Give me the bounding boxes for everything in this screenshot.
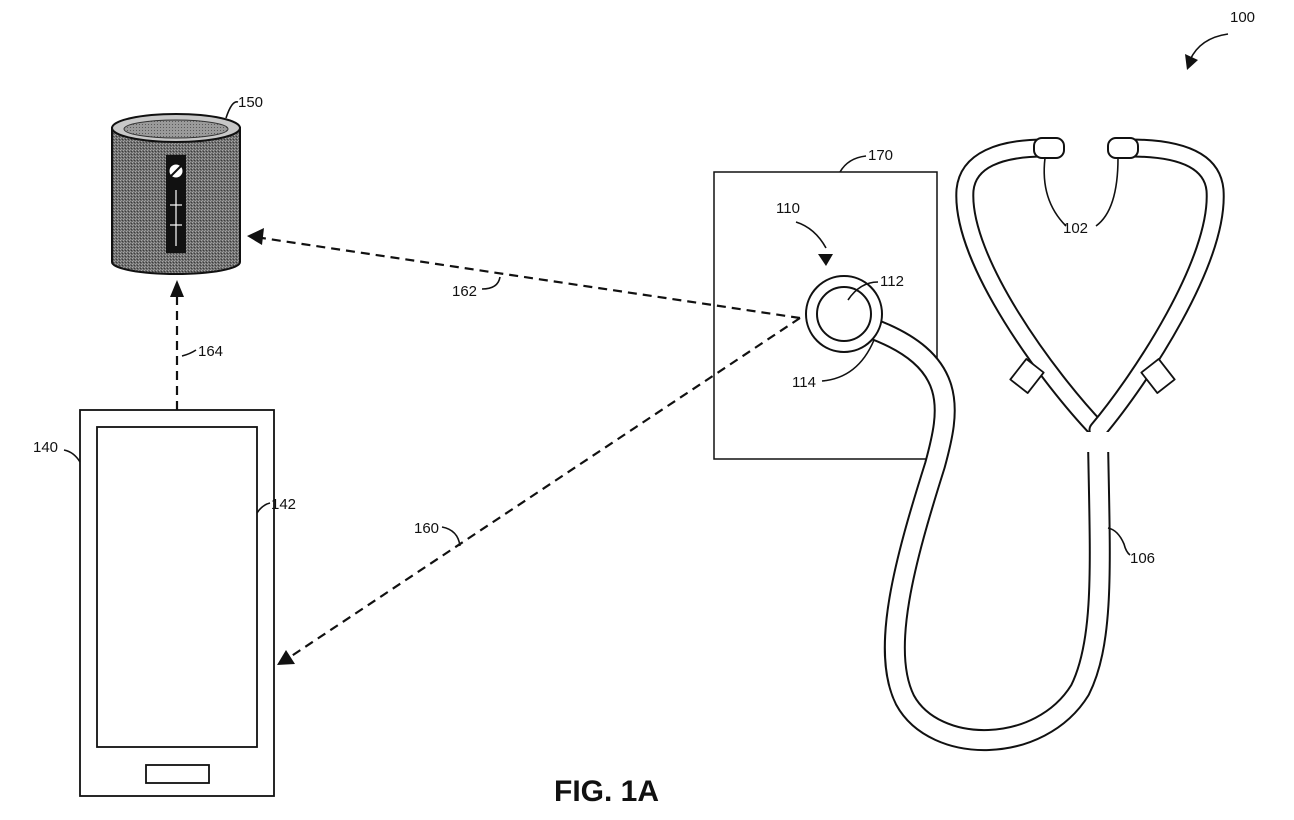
label-112: 112 <box>880 273 904 290</box>
label-160: 160 <box>414 520 439 537</box>
mobile-phone <box>80 410 274 796</box>
label-150: 150 <box>238 94 263 111</box>
label-142: 142 <box>271 496 296 513</box>
label-100: 100 <box>1230 9 1255 26</box>
label-164: 164 <box>198 343 223 360</box>
label-162: 162 <box>452 283 477 300</box>
label-170: 170 <box>868 147 893 164</box>
label-114: 114 <box>792 374 816 391</box>
label-102: 102 <box>1063 220 1088 237</box>
speaker-device <box>112 114 240 274</box>
label-106: 106 <box>1130 550 1155 567</box>
label-140: 140 <box>33 439 58 456</box>
home-button <box>146 765 209 783</box>
phone-screen <box>97 427 257 747</box>
figure-caption: FIG. 1A <box>554 775 659 808</box>
chest-piece <box>806 276 882 352</box>
label-110: 110 <box>776 200 800 217</box>
